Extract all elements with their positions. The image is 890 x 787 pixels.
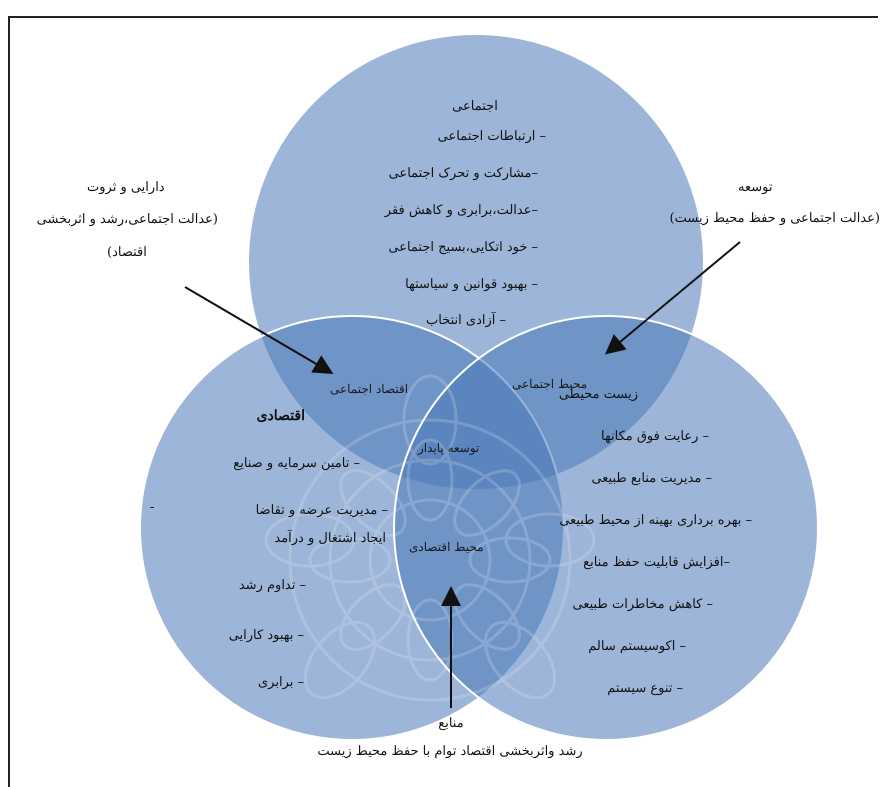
arrow-left-annotation	[184, 286, 334, 375]
top-circle-item: – ارتباطات اجتماعی	[437, 129, 546, 144]
frame-gap	[878, 16, 882, 787]
right-circle-item: – تنوع سیستم	[607, 681, 683, 696]
overlap-label-center: توسعه پایدار	[418, 441, 480, 455]
left-circle-item: – بهبود کارایی	[228, 628, 304, 643]
right-circle	[393, 315, 819, 741]
top-circle-item: – خود اتکایی،بسیج اجتماعی	[388, 240, 538, 255]
left-circle-item: – تامین سرمایه و صنایع	[233, 456, 360, 471]
top-circle-title: اجتماعی	[452, 99, 498, 114]
annotation-left-line2: (عدالت اجتماعی،رشد و اثربخشی	[36, 212, 218, 227]
left-circle-title: اقتصادی	[256, 408, 305, 424]
annotation-bottom-line2: رشد واثربخشی اقتصاد توام با حفظ محیط زیس…	[317, 744, 583, 759]
right-circle-item: – اکوسیستم سالم	[588, 639, 686, 654]
right-circle-title: زیست محیطی	[558, 387, 638, 402]
annotation-left-line1: دارایی و ثروت	[87, 180, 165, 195]
left-circle-item: – برابری	[257, 675, 304, 690]
left-circle-item: ایجاد اشتغال و درآمد	[274, 531, 386, 546]
left-circle-stray-dash: -	[150, 500, 155, 515]
annotation-bottom-line1: منابع	[438, 716, 464, 731]
top-circle-item: –مشارکت و تحرک اجتماعی	[388, 166, 538, 181]
right-circle-item: – مدیریت منابع طبیعی	[591, 471, 712, 486]
top-circle-item: –عدالت،برابری و کاهش فقر	[384, 203, 538, 218]
overlap-label-bottom: محیط اقتصادی	[409, 540, 484, 554]
right-circle-item: – کاهش مخاطرات طبیعی	[572, 597, 713, 612]
left-circle-item: – تداوم رشد	[238, 578, 306, 593]
overlap-label-top-right: محیط اجتماعی	[512, 377, 588, 391]
overlap-label-top-left: اقتصاد اجتماعی	[330, 382, 409, 396]
left-circle-item: – مدیریت عرضه و تقاضا	[255, 503, 388, 518]
right-circle-item: –افزایش قابلیت حفظ منابع	[583, 555, 730, 570]
annotation-left-line3: اقتصاد)	[107, 245, 147, 260]
right-circle-item: – بهره برداری بهینه از محیط طبیعی	[559, 513, 752, 528]
annotation-right-line2: (عدالت اجتماعی و حفظ محیط زیست)	[669, 211, 880, 226]
right-circle-item: – رعایت فوق مکانها	[601, 429, 709, 444]
top-circle-item: – بهبود قوانین و سیاستها	[405, 277, 538, 292]
top-circle-item: – آزادی انتخاب	[426, 313, 506, 328]
annotation-right-line1: توسعه	[738, 180, 773, 195]
arrow-right-annotation	[604, 241, 741, 355]
